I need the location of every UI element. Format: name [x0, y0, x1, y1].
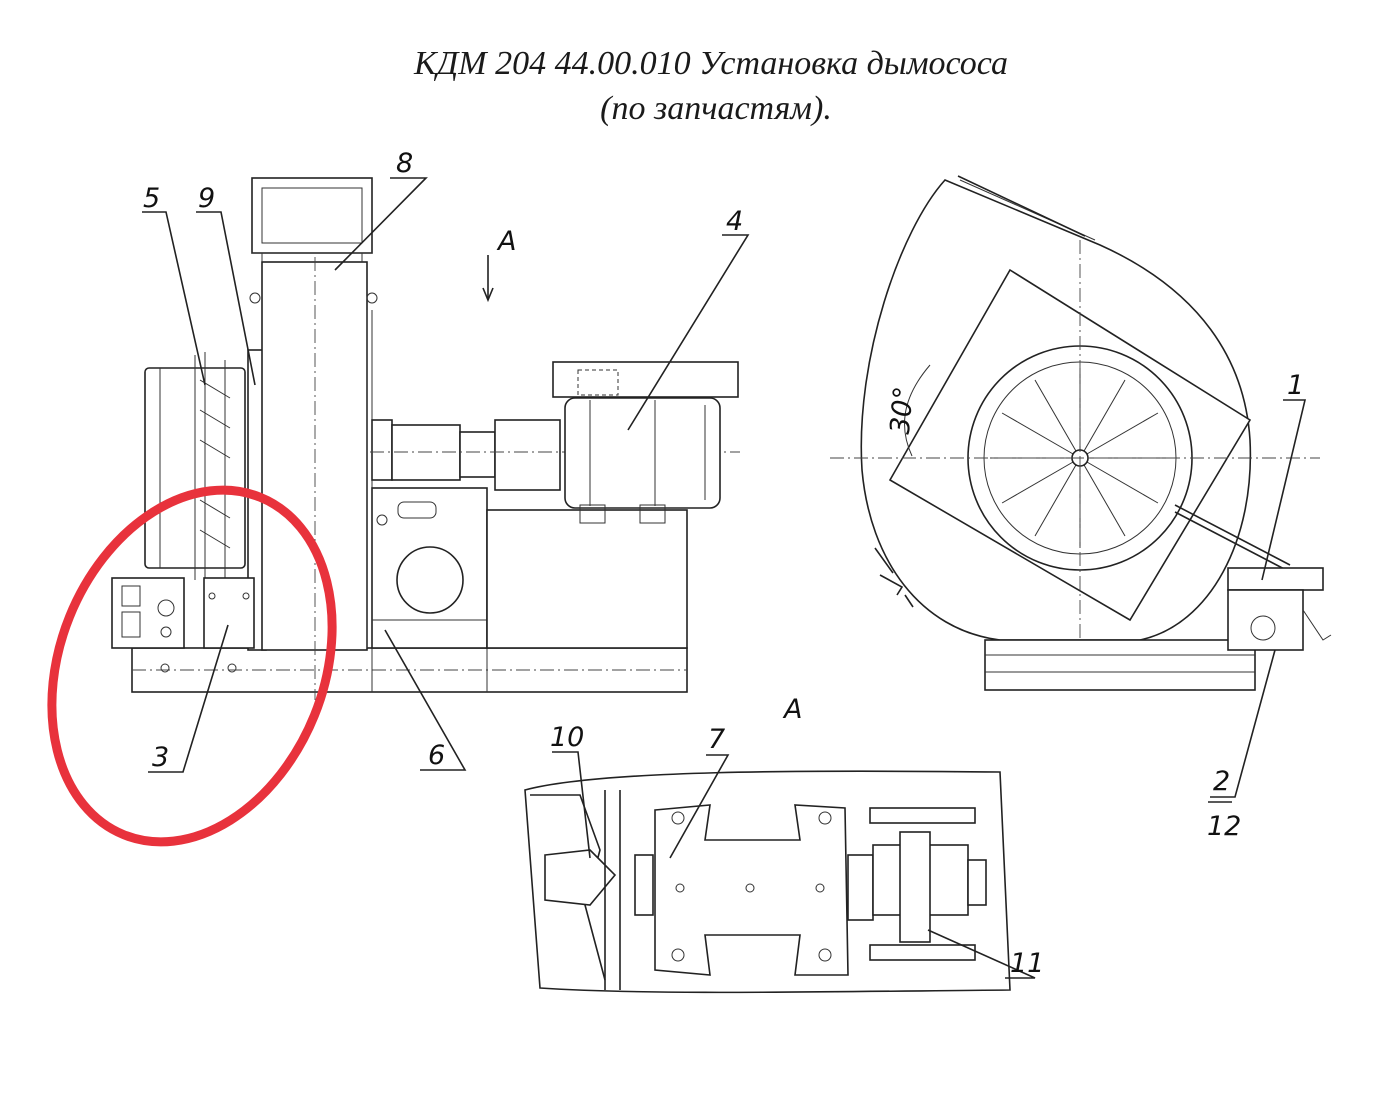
label-4: 4	[726, 206, 743, 237]
drawing-title: КДМ 204 44.00.010 Установка дымососа	[414, 45, 1008, 82]
angle-label: 30°	[885, 385, 920, 435]
vertical-duct	[261, 261, 368, 651]
impeller-blade	[1001, 457, 1081, 504]
label-9: 9	[198, 183, 215, 214]
view-a-arrow-label: А	[496, 226, 516, 257]
impeller-blade	[1079, 379, 1126, 459]
label-2: 2	[1213, 766, 1230, 797]
side-view	[111, 177, 740, 700]
label-5: 5	[143, 183, 160, 214]
impeller-blade	[1001, 412, 1081, 459]
label-10: 10	[550, 722, 584, 753]
bracket-box	[203, 577, 255, 649]
impeller-blade	[1079, 457, 1159, 504]
highlight-ellipse	[47, 485, 337, 847]
actuator-box	[1227, 589, 1304, 651]
impeller-blade	[1079, 457, 1126, 537]
view-a-label: А	[782, 694, 802, 725]
motor-cover	[552, 361, 739, 398]
impeller-blade	[1079, 412, 1159, 459]
actuator-bracket	[1227, 567, 1324, 591]
label-6: 6	[428, 740, 445, 771]
front-view: 30°	[830, 175, 1332, 691]
leader-lines	[142, 177, 1307, 979]
label-3: 3	[152, 742, 169, 773]
label-12: 12	[1207, 811, 1241, 842]
drawing-subtitle: (по запчастям).	[600, 90, 832, 127]
motor-bed	[486, 509, 688, 649]
front-base	[984, 639, 1256, 691]
bearing-housing	[654, 804, 849, 976]
view-a	[524, 770, 1011, 994]
electric-motor	[564, 397, 721, 509]
impeller-blade	[1034, 379, 1081, 459]
label-1: 1	[1287, 370, 1304, 401]
duct-flange	[251, 177, 373, 254]
label-8: 8	[396, 148, 413, 179]
impeller-blade	[1034, 457, 1081, 537]
label-11: 11	[1010, 948, 1044, 979]
label-7: 7	[708, 724, 725, 755]
